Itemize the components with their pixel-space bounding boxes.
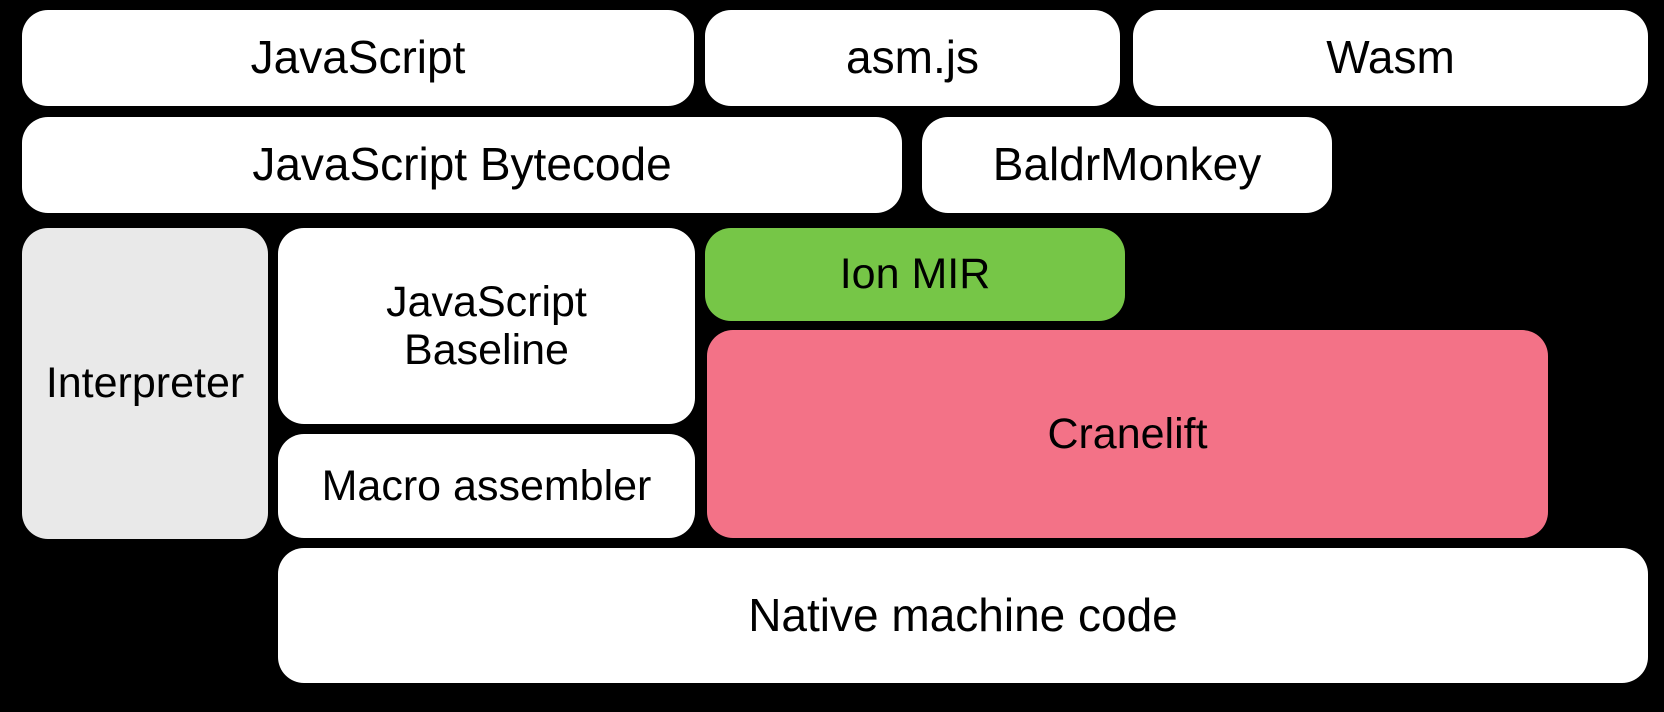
node-cranelift[interactable]: Cranelift xyxy=(707,330,1548,538)
node-interpreter[interactable]: Interpreter xyxy=(22,228,268,539)
node-javascript-label: JavaScript xyxy=(250,31,466,84)
node-javascript-baseline[interactable]: JavaScript Baseline xyxy=(278,228,695,424)
node-baldrmonkey-label: BaldrMonkey xyxy=(992,138,1262,191)
node-native-machine-code-label: Native machine code xyxy=(748,588,1178,641)
node-javascript-bytecode[interactable]: JavaScript Bytecode xyxy=(22,117,902,213)
node-interpreter-label: Interpreter xyxy=(45,359,245,408)
node-baldrmonkey[interactable]: BaldrMonkey xyxy=(922,117,1332,213)
node-ion-mir[interactable]: Ion MIR xyxy=(705,228,1125,321)
node-javascript-baseline-label: JavaScript Baseline xyxy=(386,277,587,374)
node-ion-mir-label: Ion MIR xyxy=(839,250,991,299)
node-cranelift-label: Cranelift xyxy=(1047,409,1208,458)
node-macro-assembler-label: Macro assembler xyxy=(321,461,652,510)
node-javascript[interactable]: JavaScript xyxy=(22,10,694,106)
node-wasm[interactable]: Wasm xyxy=(1133,10,1648,106)
node-native-machine-code[interactable]: Native machine code xyxy=(278,548,1648,683)
node-asm-js-label: asm.js xyxy=(846,31,979,84)
node-javascript-bytecode-label: JavaScript Bytecode xyxy=(252,138,672,191)
node-asm-js[interactable]: asm.js xyxy=(705,10,1120,106)
node-macro-assembler[interactable]: Macro assembler xyxy=(278,434,695,538)
node-wasm-label: Wasm xyxy=(1326,31,1455,84)
